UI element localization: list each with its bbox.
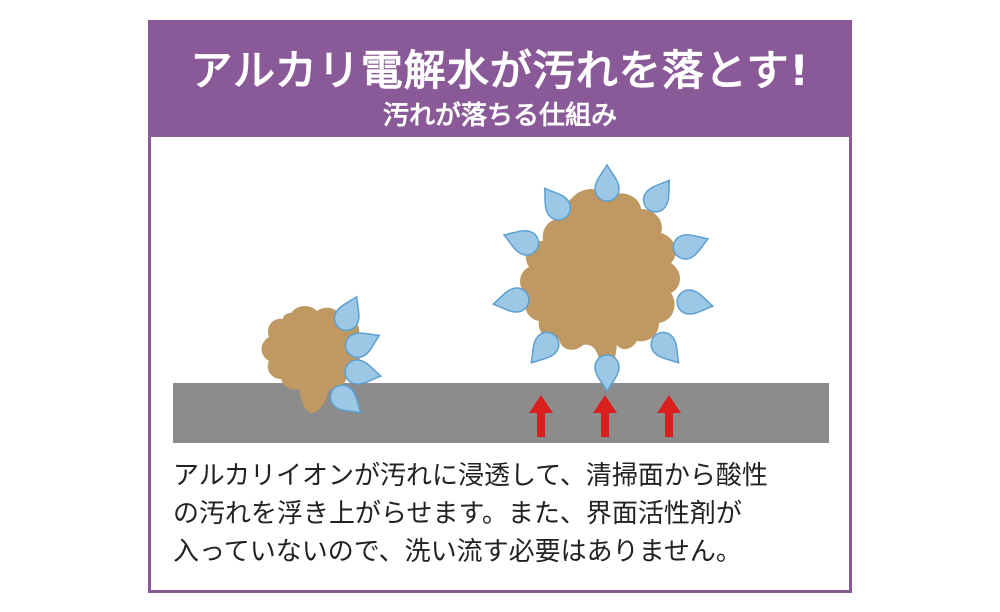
water-drop-icon bbox=[594, 164, 620, 202]
page-title: アルカリ電解水が汚れを落とす! bbox=[190, 46, 810, 95]
water-drop-icon bbox=[669, 226, 713, 264]
info-card: アルカリ電解水が汚れを落とす! 汚れが落ちる仕組み bbox=[148, 20, 852, 593]
large-dirt-group bbox=[490, 164, 716, 392]
description-text: アルカリイオンが汚れに浸透して、清掃面から酸性 の汚れを浮き上がらせます。また、… bbox=[173, 457, 833, 571]
small-dirt-group bbox=[261, 290, 386, 423]
page-subtitle: 汚れが落ちる仕組み bbox=[382, 101, 617, 131]
caption-line: 入っていないので、洗い流す必要はありません。 bbox=[173, 537, 742, 567]
surface-slab bbox=[173, 383, 829, 443]
up-arrow-icon bbox=[657, 395, 681, 437]
caption-line: の汚れを浮き上がらせます。また、界面活性剤が bbox=[173, 499, 742, 529]
header-banner: アルカリ電解水が汚れを落とす! 汚れが落ちる仕組み bbox=[151, 23, 849, 137]
illustration bbox=[173, 164, 829, 443]
up-arrow-icon bbox=[593, 395, 617, 437]
caption-line: アルカリイオンが汚れに浸透して、清掃面から酸性 bbox=[173, 461, 768, 491]
dirt-blob-icon bbox=[520, 189, 680, 384]
up-arrow-icon bbox=[529, 395, 553, 437]
water-drop-icon bbox=[490, 285, 532, 317]
water-drop-icon bbox=[674, 287, 716, 319]
